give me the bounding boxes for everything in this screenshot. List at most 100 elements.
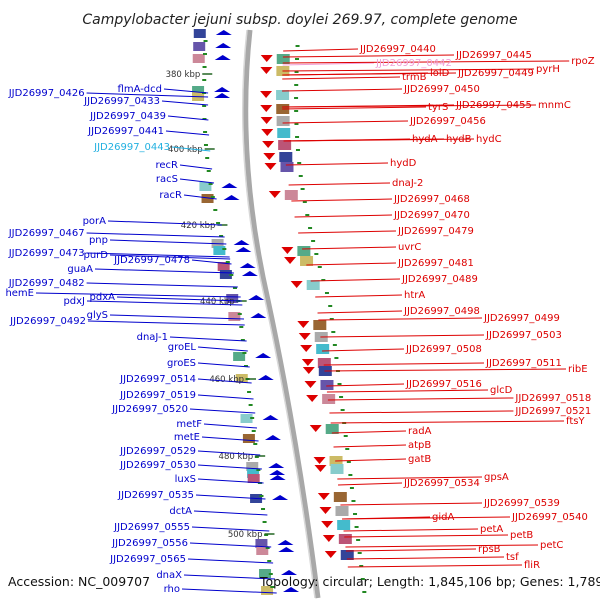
- gene-label-jjd26997_0439: JJD26997_0439: [89, 111, 166, 122]
- gene-label-jjd26997_0489: JJD26997_0489: [401, 274, 478, 285]
- leader-line: [302, 246, 397, 250]
- gene-label-luxs: luxS: [175, 474, 196, 485]
- leader-line: [326, 383, 405, 387]
- gene-label-jjd26997_0516: JJD26997_0516: [405, 379, 482, 390]
- leader-line: [197, 362, 250, 368]
- leader-line: [342, 516, 511, 520]
- leader-line: [340, 502, 483, 506]
- forward-gene-block: [193, 42, 206, 51]
- forward-gene-arrow: [269, 470, 286, 475]
- forward-gene-arrow: [262, 415, 279, 420]
- leader-line: [193, 510, 268, 516]
- forward-gene-block: [226, 294, 239, 303]
- reverse-gene-block: [306, 280, 320, 290]
- gene-label-jjd26997_0508: JJD26997_0508: [405, 344, 482, 355]
- reverse-gene-block: [279, 152, 293, 162]
- gene-label-recr: recR: [156, 160, 179, 171]
- leader-line: [310, 278, 401, 282]
- gc-tick: [219, 235, 224, 237]
- gc-tick: [239, 326, 244, 328]
- reverse-gene-block: [316, 344, 330, 354]
- leader-line: [343, 528, 479, 532]
- reverse-gene-arrow: [324, 551, 337, 558]
- gc-tick: [321, 279, 326, 281]
- gene-label-jjd26997_0530: JJD26997_0530: [119, 460, 196, 471]
- leader-line: [183, 194, 217, 200]
- gene-label-jjd26997_0511: JJD26997_0511: [485, 358, 562, 369]
- gene-label-jjd26997_0442: JJD26997_0442: [375, 58, 452, 69]
- gene-label-jjd26997_0481: JJD26997_0481: [397, 258, 474, 269]
- leader-line: [320, 334, 485, 338]
- forward-gene-block: [192, 86, 205, 95]
- gene-label-jjd26997_0445: JJD26997_0445: [455, 50, 532, 61]
- leader-line: [338, 482, 403, 486]
- leader-line: [306, 262, 397, 266]
- gc-tick: [225, 261, 230, 263]
- gene-label-peta: petA: [480, 524, 503, 535]
- leader-line: [191, 526, 270, 532]
- gc-tick: [357, 552, 362, 554]
- leader-line: [179, 178, 215, 184]
- gene-label-racr: racR: [159, 190, 182, 201]
- gc-tick: [202, 79, 207, 81]
- gene-label-jjd26997_0456: JJD26997_0456: [409, 116, 486, 127]
- gene-label-rpoz: rpoZ: [571, 56, 595, 67]
- gene-label-jjd26997_0450: JJD26997_0450: [403, 84, 480, 95]
- gene-label-mete: metE: [174, 432, 200, 443]
- gc-tick: [354, 526, 359, 528]
- kbp-tick-label: 400 kbp: [168, 145, 203, 155]
- leader-line: [163, 88, 209, 94]
- reverse-gene-arrow: [268, 191, 281, 198]
- gene-label-pdxj: pdxJ: [63, 296, 85, 307]
- leader-line: [195, 494, 266, 500]
- gc-tick: [270, 586, 275, 588]
- leader-line: [331, 430, 407, 434]
- gene-label-jjd26997_0503: JJD26997_0503: [485, 330, 562, 341]
- gc-tick: [210, 196, 215, 198]
- gc-tick: [206, 170, 211, 172]
- leader-line: [197, 346, 248, 352]
- gene-label-jjd26997_0555: JJD26997_0555: [113, 522, 190, 533]
- forward-gene-arrow: [241, 271, 258, 276]
- reverse-gene-block: [300, 256, 314, 266]
- forward-gene-arrow: [269, 475, 286, 480]
- reverse-gene-block: [325, 424, 339, 434]
- gene-label-jjd26997_0443: JJD26997_0443: [93, 142, 170, 153]
- leader-line: [282, 104, 537, 108]
- forward-gene-arrow: [239, 263, 256, 268]
- leader-line: [282, 62, 375, 66]
- gene-label-pdxa: pdxA: [90, 292, 116, 303]
- leader-line: [86, 92, 209, 98]
- reverse-gene-block: [276, 116, 290, 126]
- leader-line: [165, 130, 210, 136]
- leader-line: [107, 220, 222, 226]
- gc-tick: [305, 214, 310, 216]
- gc-tick: [268, 573, 273, 575]
- map-title: Campylobacter jejuni subsp. doylei 269.9…: [82, 12, 517, 28]
- gene-label-groes: groES: [167, 358, 196, 369]
- reverse-gene-arrow: [319, 507, 332, 514]
- gc-tick: [222, 248, 227, 250]
- forward-gene-arrow: [257, 375, 274, 380]
- gene-label-flir: fliR: [524, 560, 540, 571]
- gc-tick: [297, 162, 302, 164]
- leader-line: [197, 464, 262, 470]
- gene-label-hydd: hydD: [390, 158, 417, 169]
- backbone-arc: [243, 29, 321, 599]
- gene-label-jjd26997_0470: JJD26997_0470: [393, 210, 470, 221]
- leader-line: [197, 394, 254, 400]
- gene-label-jjd26997_0518: JJD26997_0518: [514, 393, 591, 404]
- leader-line: [335, 458, 407, 462]
- gc-tick: [237, 313, 242, 315]
- gc-tick: [308, 227, 313, 229]
- gc-tick: [300, 188, 305, 190]
- forward-gene-block: [233, 352, 246, 361]
- reverse-gene-block: [333, 492, 347, 502]
- leader-line: [283, 48, 359, 52]
- gene-label-flma-dcd: flmA-dcd: [118, 84, 162, 95]
- gene-label-jjd26997_0520: JJD26997_0520: [111, 404, 188, 415]
- forward-gene-block: [256, 546, 269, 555]
- leader-line: [187, 558, 274, 564]
- gene-label-hyda: hydA: [412, 134, 438, 145]
